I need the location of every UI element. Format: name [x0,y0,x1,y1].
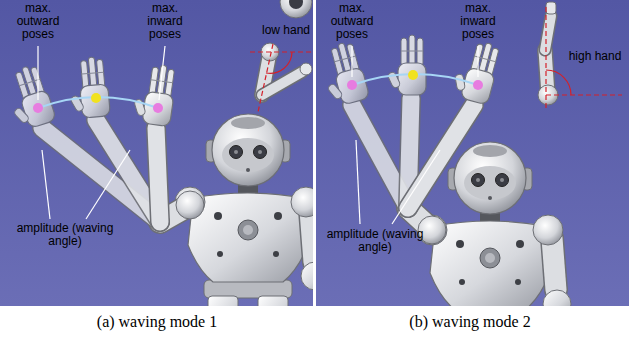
callout-label: max. outward poses [320,2,384,41]
callout-label: max. inward poses [450,2,506,41]
subfigure-caption: (a) waving mode 1 [97,312,217,331]
subfigure-caption: (b) waving mode 2 [409,312,530,331]
callout-label: low hand [262,24,310,37]
callout-label: amplitude (waving angle) [325,228,425,254]
callout-label: amplitude (waving angle) [15,222,115,248]
callout-label: high hand [569,50,622,63]
callout-label: max. inward poses [137,2,193,41]
callout-label: max. outward poses [6,2,70,41]
